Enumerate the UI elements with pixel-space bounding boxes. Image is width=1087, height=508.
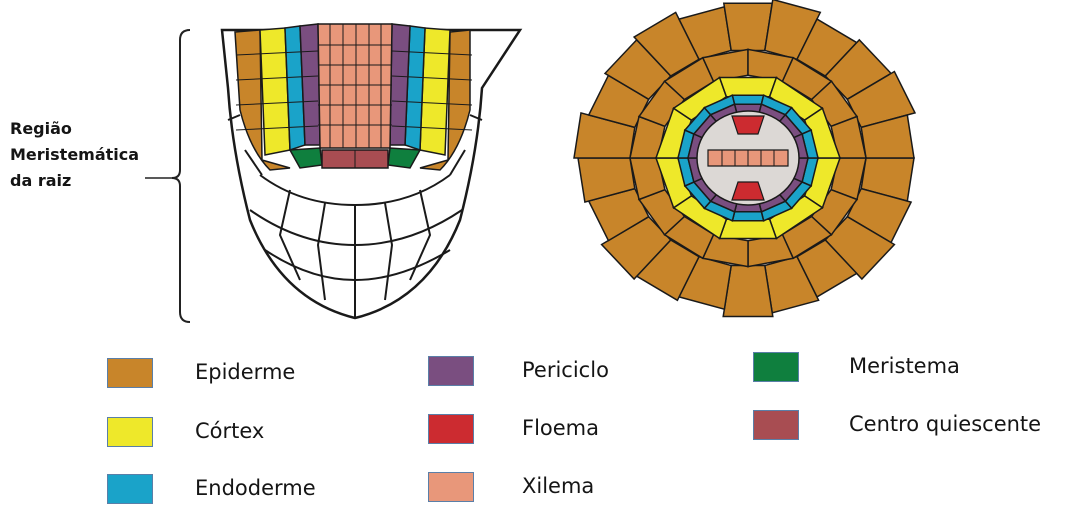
floema-swatch <box>428 414 474 444</box>
cross-section <box>574 0 915 317</box>
periciclo-label: Periciclo <box>522 358 609 382</box>
phloem-top <box>732 116 764 134</box>
region-label-line-3: da raiz <box>10 168 180 194</box>
phloem-bottom <box>732 182 764 200</box>
meristematic-region-label: Região Meristemática da raiz <box>10 116 180 194</box>
endoderme-swatch <box>107 474 153 504</box>
cell <box>724 3 772 50</box>
cortex-label: Córtex <box>195 419 264 443</box>
centro-quiescente-label: Centro quiescente <box>849 412 1041 436</box>
cell <box>732 212 763 221</box>
longitudinal-section <box>222 24 520 318</box>
meristema-label: Meristema <box>849 354 960 378</box>
epiderme-swatch <box>107 358 153 388</box>
region-label-line-1: Região <box>10 116 180 142</box>
floema-label: Floema <box>522 416 599 440</box>
cortex-swatch <box>107 417 153 447</box>
centro-quiescente-swatch <box>753 410 799 440</box>
epiderme-label: Epiderme <box>195 360 295 384</box>
cell <box>720 219 777 238</box>
periciclo-swatch <box>428 356 474 386</box>
endoderme-label: Endoderme <box>195 476 316 500</box>
meristema-swatch <box>753 352 799 382</box>
xilema-swatch <box>428 472 474 502</box>
cell <box>720 78 777 97</box>
cell <box>732 95 763 104</box>
region-label-line-2: Meristemática <box>10 142 180 168</box>
xilema-label: Xilema <box>522 474 594 498</box>
